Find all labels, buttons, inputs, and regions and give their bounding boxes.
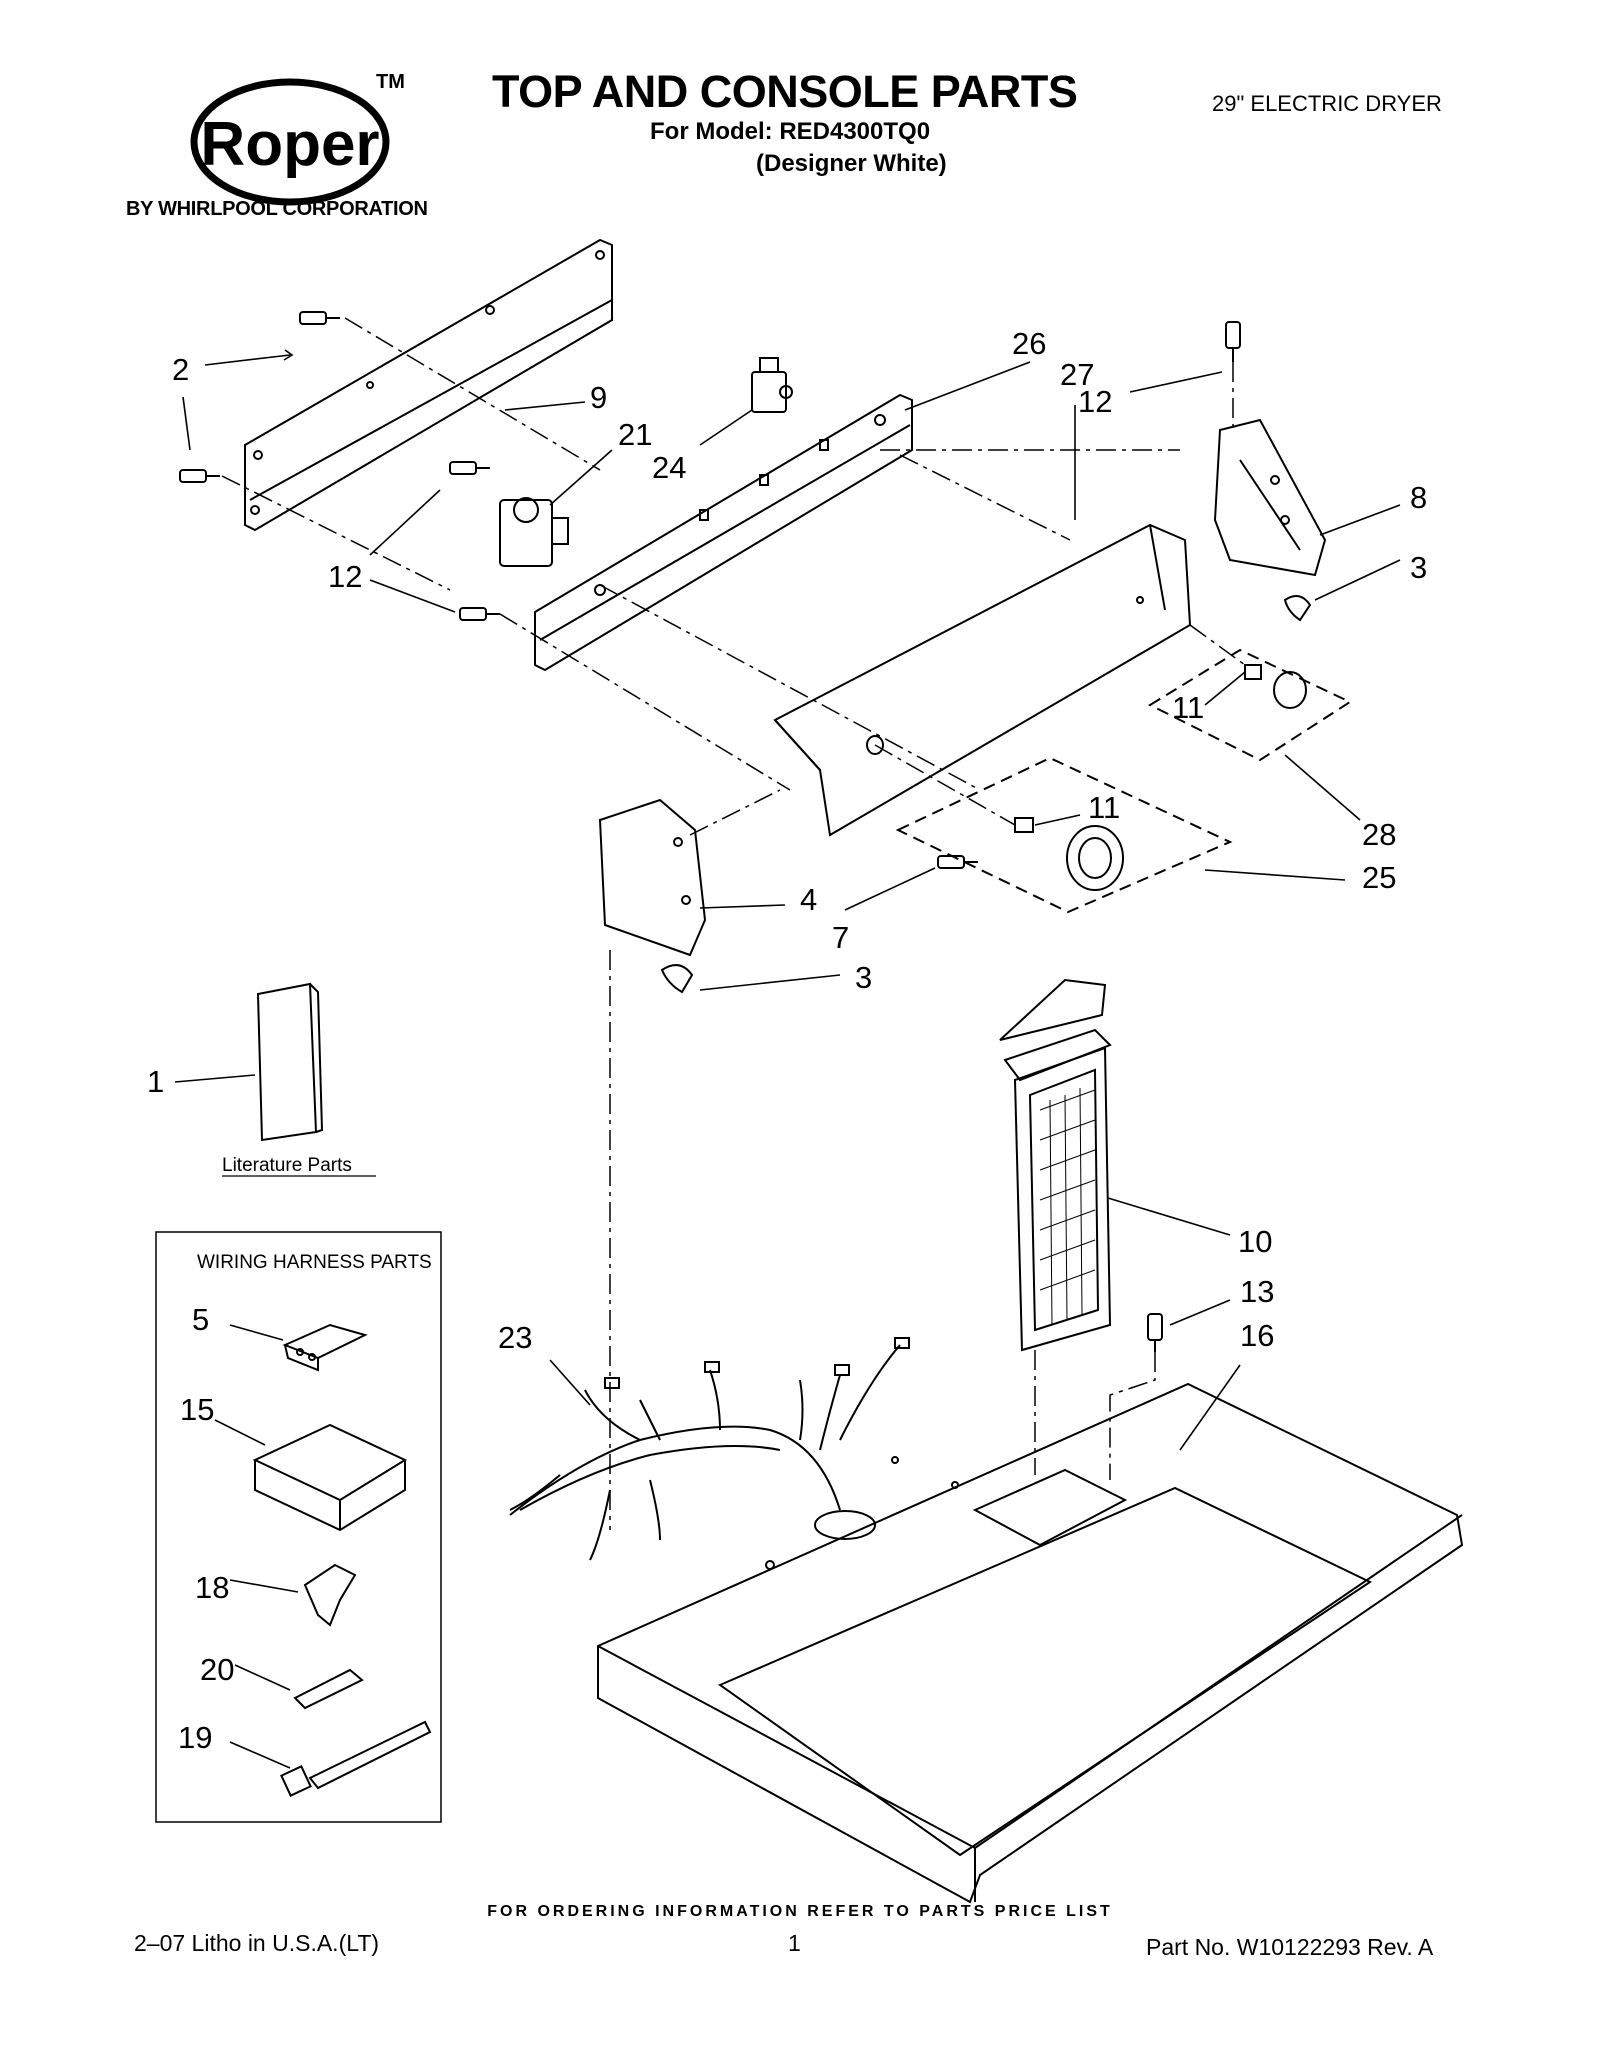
callout-12-left: 12 bbox=[328, 559, 362, 594]
part-23-wiring-harness bbox=[509, 1337, 910, 1561]
callout-28: 28 bbox=[1362, 817, 1396, 852]
callout-23: 23 bbox=[498, 1320, 532, 1355]
part-25-knob-group bbox=[895, 756, 1233, 914]
part-16-top-panel bbox=[597, 1382, 1464, 1904]
part-1-literature bbox=[256, 982, 324, 1142]
callout-3-lower: 3 bbox=[855, 960, 872, 995]
part-number: Part No. W10122293 Rev. A bbox=[1146, 1934, 1434, 1960]
part-9-bracket bbox=[244, 238, 613, 532]
callout-5: 5 bbox=[192, 1302, 209, 1337]
callout-4: 4 bbox=[800, 882, 817, 917]
screw-13 bbox=[1147, 1313, 1163, 1352]
callout-9: 9 bbox=[590, 380, 607, 415]
screw-12a bbox=[449, 461, 490, 475]
callout-3-right: 3 bbox=[1410, 550, 1427, 585]
callout-24: 24 bbox=[652, 450, 686, 485]
callout-18: 18 bbox=[195, 1570, 229, 1605]
callout-15: 15 bbox=[180, 1392, 214, 1427]
roper-logo: Roper TM bbox=[190, 71, 470, 222]
callout-26: 26 bbox=[1012, 326, 1046, 361]
page-title: TOP AND CONSOLE PARTS bbox=[492, 66, 1078, 117]
callout-12-right: 12 bbox=[1078, 384, 1112, 419]
part-24-switch bbox=[751, 357, 793, 413]
part-27-console bbox=[773, 523, 1192, 837]
callout-13: 13 bbox=[1240, 1274, 1274, 1309]
part-15-terminal-block bbox=[252, 1423, 408, 1532]
part-19-cable-tie bbox=[280, 1720, 432, 1797]
part-8-endcap bbox=[1213, 418, 1327, 577]
part-20-terminal bbox=[293, 1668, 364, 1710]
callout-2: 2 bbox=[172, 352, 189, 387]
part-3-clip-a bbox=[1283, 595, 1312, 622]
callout-1: 1 bbox=[147, 1064, 164, 1099]
page-number: 1 bbox=[788, 1930, 801, 1956]
callout-11-upper: 11 bbox=[1172, 690, 1204, 725]
wiring-harness-box bbox=[155, 1231, 442, 1823]
wiring-harness-title: WIRING HARNESS PARTS bbox=[197, 1252, 432, 1273]
brand-subtitle: BY WHIRLPOOL CORPORATION bbox=[126, 198, 428, 220]
part-10-lint-filter bbox=[999, 978, 1112, 1352]
callout-10: 10 bbox=[1238, 1224, 1272, 1259]
callout-8: 8 bbox=[1410, 480, 1427, 515]
part-18-clip bbox=[303, 1563, 357, 1627]
ordering-note: FOR ORDERING INFORMATION REFER TO PARTS … bbox=[487, 1903, 1113, 1920]
screw-12c bbox=[1225, 321, 1241, 362]
literature-parts-label: Literature Parts bbox=[222, 1155, 352, 1176]
screw-12b bbox=[459, 607, 500, 621]
screw-2b bbox=[179, 469, 220, 483]
part-21-timer bbox=[499, 497, 569, 567]
callout-27: 27 bbox=[1060, 357, 1094, 392]
callout-25: 25 bbox=[1362, 860, 1396, 895]
callout-11-lower: 11 bbox=[1088, 790, 1120, 825]
part-26-control-bracket bbox=[534, 393, 913, 672]
callout-16: 16 bbox=[1240, 1318, 1274, 1353]
callout-21: 21 bbox=[618, 417, 652, 452]
callout-20: 20 bbox=[200, 1652, 234, 1687]
callout-19: 19 bbox=[178, 1720, 212, 1755]
variant-line: (Designer White) bbox=[756, 150, 947, 177]
model-line: For Model: RED4300TQ0 bbox=[650, 118, 931, 145]
part-4-console-end bbox=[598, 798, 707, 957]
part-5-connector bbox=[282, 1323, 368, 1372]
brand-wordmark: Roper bbox=[200, 110, 379, 179]
litho-info: 2–07 Litho in U.S.A.(LT) bbox=[134, 1930, 380, 1956]
screw-2a bbox=[299, 311, 340, 325]
trademark-mark: TM bbox=[376, 72, 405, 93]
callout-7: 7 bbox=[832, 920, 849, 955]
part-3-clip-b bbox=[660, 964, 694, 994]
product-type: 29" ELECTRIC DRYER bbox=[1212, 91, 1442, 116]
